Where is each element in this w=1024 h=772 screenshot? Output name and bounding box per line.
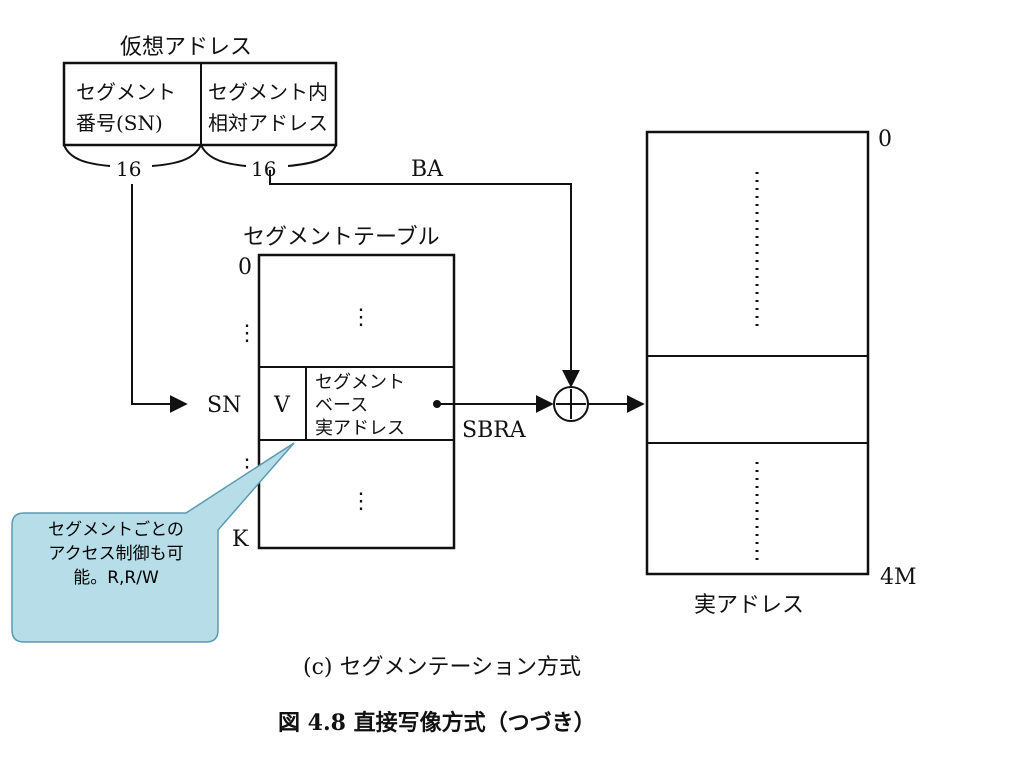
subfigure-caption: (c) セグメンテーション方式 (303, 655, 581, 680)
table-ellipsis-upper: ⋮ (350, 305, 372, 330)
sn-brace-left (63, 144, 111, 167)
callout-line2: アクセス制御も可 (48, 544, 184, 564)
sbra-label: SBRA (462, 418, 527, 443)
entry-label-line2: ベース (315, 395, 368, 416)
offset-brace-right (287, 144, 337, 167)
offset-label-line1: セグメント内 (208, 80, 328, 104)
ba-arrow (269, 170, 580, 388)
segment-table (257, 253, 456, 550)
segment-number-label-line1: セグメント (76, 80, 176, 104)
segment-index-bottom: K (232, 527, 249, 552)
real-address-label: 実アドレス (694, 593, 804, 618)
segment-index-top: 0 (238, 255, 252, 280)
sn-brace-right (151, 144, 202, 167)
ba-label: BA (411, 157, 444, 182)
callout-line3: 能。R,R/W (73, 568, 159, 588)
callout-text: セグメントごとの アクセス制御も可 能。R,R/W (14, 518, 218, 590)
real-memory-box (645, 130, 870, 576)
entry-label-line1: セグメント (315, 372, 405, 393)
index-ellipsis-upper: ⋮ (236, 321, 258, 346)
figure-title: 図 4.8 直接写像方式（つづき） (278, 710, 596, 736)
sn-bits-label: 16 (116, 157, 141, 181)
callout-bubble (11, 442, 295, 643)
offset-brace-left (200, 144, 247, 167)
offset-bits-label: 16 (251, 157, 276, 181)
virtual-address-title: 仮想アドレス (120, 35, 252, 60)
callout-line1: セグメントごとの (48, 520, 184, 540)
table-ellipsis-lower: ⋮ (350, 489, 372, 514)
sn-entry-label: SN (207, 393, 241, 418)
sn-arrow (131, 184, 188, 413)
entry-label-line3: 実アドレス (315, 418, 405, 439)
real-address-bottom: 4M (880, 565, 917, 590)
offset-label-line2: 相対アドレス (208, 111, 328, 135)
real-address-top: 0 (878, 127, 892, 152)
segment-table-title: セグメントテーブル (243, 225, 440, 250)
segment-number-label-line2: 番号(SN) (76, 111, 163, 135)
valid-bit-label: V (273, 393, 291, 418)
